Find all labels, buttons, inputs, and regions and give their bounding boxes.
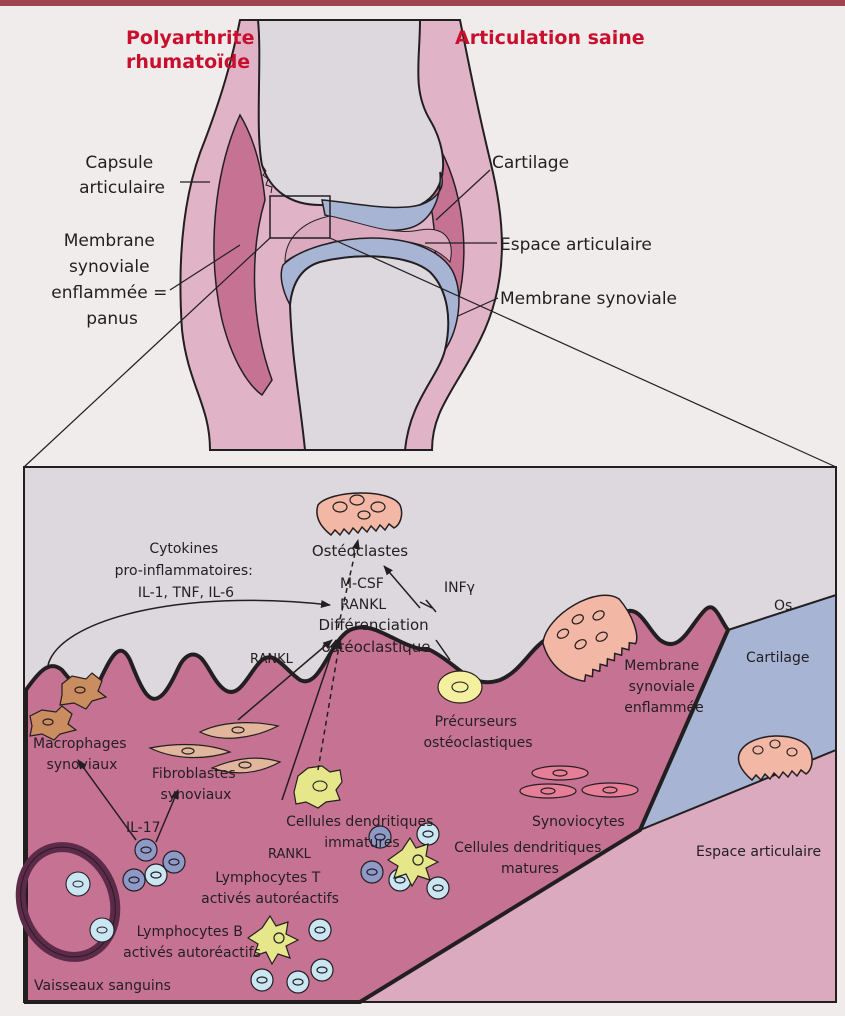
- label-os: Os: [774, 598, 792, 614]
- label-membrane: Membrane synoviale: [500, 289, 677, 309]
- label-espace: Espace articulaire: [500, 235, 652, 255]
- label-vaisseaux: Vaisseaux sanguins: [34, 978, 171, 994]
- label-rankl-center: RANKL: [340, 597, 386, 613]
- label-osteoclastes: Ostéoclastes: [312, 542, 408, 560]
- label-il17: IL-17: [126, 820, 161, 836]
- label-rankl-upper: RANKL: [250, 652, 294, 667]
- label-infg: INFγ: [444, 580, 475, 596]
- osteoclast-precursor: [438, 671, 482, 703]
- label-panel-espace: Espace articulaire: [696, 844, 821, 860]
- label-rankl-lower: RANKL: [268, 847, 312, 862]
- top-rule: [0, 0, 845, 6]
- label-synoviocytes: Synoviocytes: [532, 814, 625, 830]
- label-cartilage: Cartilage: [492, 153, 569, 173]
- label-panel-cartilage: Cartilage: [746, 650, 809, 666]
- joint-illustration: [180, 20, 502, 450]
- upper-bone: [258, 20, 443, 209]
- title-articulation-saine: Articulation saine: [455, 27, 645, 49]
- label-panel-membrane: Membrane synoviale enflammée: [624, 658, 704, 716]
- label-mcsf: M-CSF: [340, 576, 384, 592]
